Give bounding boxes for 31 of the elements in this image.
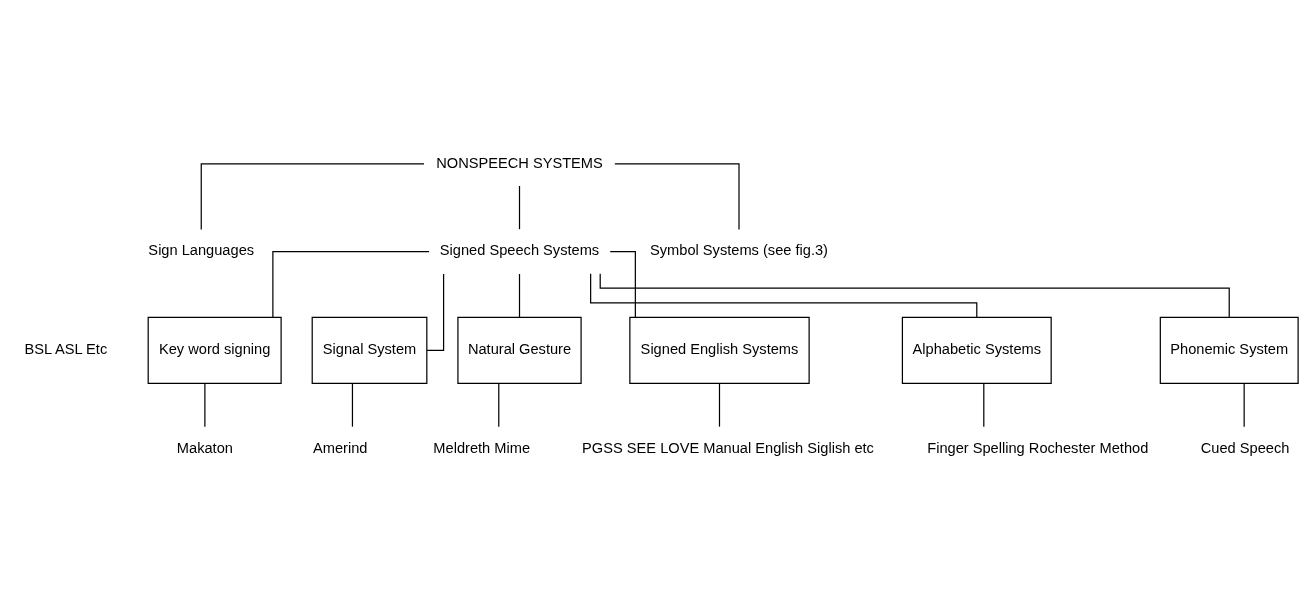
- connector: [518, 185, 521, 230]
- node-text: PGSS SEE LOVE Manual English Siglish etc: [582, 439, 874, 456]
- connector: [518, 273, 521, 318]
- node-text: Signed Speech Systems: [439, 242, 600, 259]
- label: BSL ASL Etc: [24, 341, 108, 358]
- connector: [718, 383, 721, 428]
- connector: [204, 383, 206, 428]
- node-text: Finger Spelling Rochester Method: [927, 439, 1149, 456]
- node-box: Natural Gesture: [457, 316, 582, 384]
- connector: [599, 273, 1230, 318]
- node-text: Cued Speech: [1200, 439, 1290, 456]
- node-box: Alphabetic Systems: [901, 316, 1052, 384]
- connector: [498, 383, 500, 428]
- node-box: Signal System: [311, 316, 428, 384]
- node-text: Makaton: [176, 439, 233, 456]
- node-text: Sign Languages: [148, 242, 255, 259]
- node-text: NONSPEECH SYSTEMS: [436, 154, 603, 171]
- node-box: Key word signing: [147, 316, 282, 384]
- connector: [1243, 383, 1245, 428]
- connector: [272, 251, 430, 318]
- connector: [351, 383, 354, 428]
- node-text: Symbol Systems (see fig.3): [650, 242, 829, 259]
- connector: [200, 163, 425, 231]
- node-box: Signed English Systems: [629, 316, 810, 384]
- connector: [614, 163, 740, 231]
- node-box: Phonemic System: [1159, 316, 1299, 384]
- connector: [983, 383, 985, 428]
- node-text: Amerind: [313, 439, 368, 456]
- node-text: Meldreth Mime: [433, 439, 531, 456]
- connector: [609, 251, 636, 318]
- connector: [590, 273, 978, 318]
